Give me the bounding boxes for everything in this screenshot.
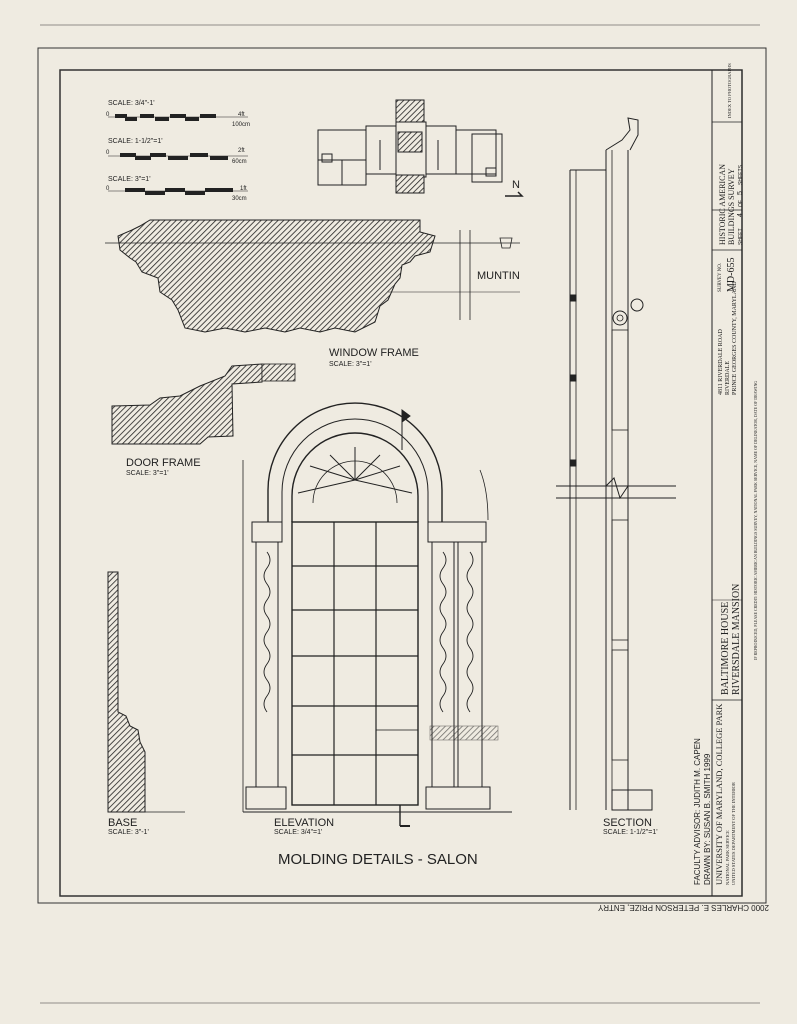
graphic-scales: SCALE: 3/4"-1' 0 4ft 100cm SCALE: 1-1/2"… — [106, 100, 250, 202]
scale-1-metric: 100cm — [232, 122, 250, 128]
elevation-title: ELEVATION — [274, 817, 334, 829]
prize-entry-note: 2000 CHARLES E. PETERSON PRIZE, ENTRY — [597, 903, 769, 912]
address-line-1: 4811 RIVERDALE ROAD — [718, 329, 724, 395]
wall-section: SECTION SCALE: 1-1/2"=1' — [556, 117, 676, 836]
north-arrow-label: N — [512, 179, 520, 191]
base-title: BASE — [108, 817, 137, 829]
sheet-label: SHEET — [738, 228, 744, 245]
scale-3-label: SCALE: 3"=1' — [108, 176, 151, 183]
faculty-advisor: FACULTY ADVISOR: JUDITH M. CAPEN — [693, 738, 702, 885]
building-subname: RIVERSDALE MANSION — [731, 584, 742, 695]
window-frame-profile: MUNTIN WINDOW FRAME SCALE: 3"=1' — [105, 219, 520, 368]
scale-1-label: SCALE: 3/4"-1' — [108, 100, 155, 107]
base-profile: BASE SCALE: 3"-1' — [107, 571, 185, 836]
sheet-number: 4 — [737, 213, 744, 217]
base-scale: SCALE: 3"-1' — [108, 829, 149, 836]
scale-bar-3: SCALE: 3"=1' 0 1ft 30cm — [106, 176, 248, 202]
scale-3-metric: 30cm — [232, 196, 247, 202]
drawn-by: DRAWN BY: SUSAN B. SMITH 1999 — [703, 753, 712, 885]
sheet-total: 5 — [737, 191, 744, 195]
scale-3-imperial: 1ft — [240, 186, 247, 192]
key-floor-plan — [317, 99, 503, 194]
door-frame-scale: SCALE: 3"=1' — [126, 470, 169, 477]
scale-bar-2: SCALE: 1-1/2"=1' 0 2ft 60cm — [106, 138, 248, 165]
sheets-label: SHEETS — [738, 164, 744, 185]
window-frame-scale: SCALE: 3"=1' — [329, 361, 372, 368]
scale-2-zero: 0 — [106, 150, 110, 156]
scale-1-zero: 0 — [106, 112, 110, 118]
building-name: BALTIMORE HOUSE — [720, 602, 731, 695]
scale-2-metric: 60cm — [232, 159, 247, 165]
elevation-scale: SCALE: 3/4"=1' — [274, 829, 322, 836]
salon-window-elevation: ELEVATION SCALE: 3/4"=1' — [242, 402, 512, 836]
address-line-3: PRINCE GEORGES COUNTY, MARYLAND — [732, 281, 738, 395]
left-pilaster — [245, 521, 287, 810]
index-to-photographs: INDEX TO PHOTOGRAPHS — [727, 63, 732, 118]
right-pilaster — [425, 521, 491, 810]
survey-number: MD-655 — [726, 258, 737, 292]
door-frame-profile: DOOR FRAME SCALE: 3"=1' — [111, 363, 296, 477]
habs-line-2: BUILDINGS SURVEY — [727, 168, 736, 245]
sheet-of: OF — [738, 200, 744, 207]
department-name: UNITED STATES DEPARTMENT OF THE INTERIOR — [731, 782, 736, 885]
scale-3-zero: 0 — [106, 186, 110, 192]
scale-bar-1: SCALE: 3/4"-1' 0 4ft 100cm — [106, 100, 250, 128]
scale-1-imperial: 4ft — [238, 112, 245, 118]
section-scale: SCALE: 1-1/2"=1' — [603, 829, 658, 836]
window-sash-grid — [292, 522, 418, 805]
university-name: UNIVERSITY OF MARYLAND, COLLEGE PARK — [714, 703, 724, 885]
survey-no-label: SURVEY NO. — [718, 263, 723, 292]
door-frame-title: DOOR FRAME — [126, 457, 201, 469]
muntin-label: MUNTIN — [477, 270, 520, 282]
scale-2-label: SCALE: 1-1/2"=1' — [108, 138, 163, 145]
title-block: FACULTY ADVISOR: JUDITH M. CAPEN DRAWN B… — [693, 63, 759, 896]
north-arrow: N — [505, 179, 524, 197]
fanlight-muntins — [297, 447, 413, 494]
habs-line-1: HISTORIC AMERICAN — [718, 164, 727, 245]
window-frame-title: WINDOW FRAME — [329, 347, 419, 359]
section-title: SECTION — [603, 817, 652, 829]
pilaster-ornaments — [263, 551, 474, 713]
sheet-title: MOLDING DETAILS - SALON — [278, 851, 478, 868]
address-line-2: RIVERDALE — [725, 361, 731, 395]
scale-2-imperial: 2ft — [238, 148, 245, 154]
nps-name: NATIONAL PARK SERVICE — [725, 830, 730, 885]
reproduction-note: IF REPRODUCED, PLEASE CREDIT: HISTORIC A… — [753, 381, 759, 660]
